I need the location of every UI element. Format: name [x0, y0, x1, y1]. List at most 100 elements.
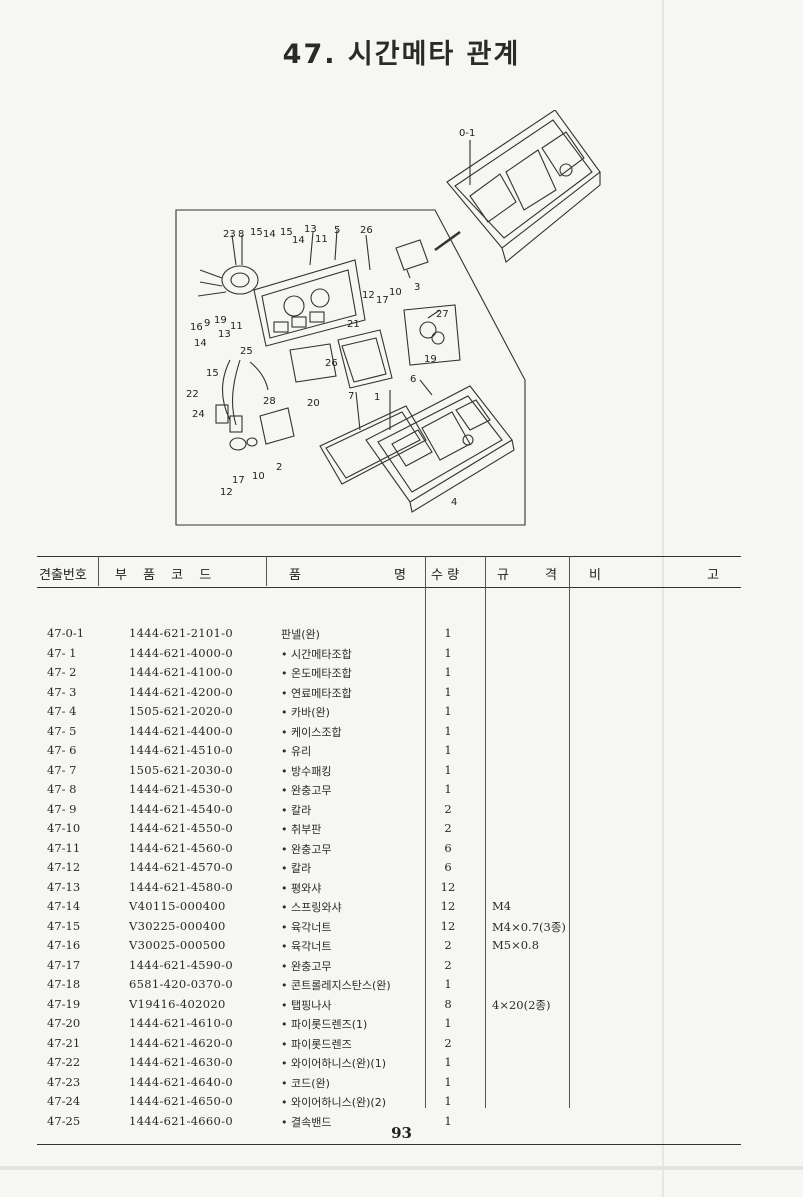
row-part-name: • 칼라: [281, 862, 312, 875]
callout-label: 1: [374, 392, 380, 403]
row-quantity: 1: [444, 723, 452, 738]
row-specification: 4×20(2종): [492, 997, 551, 1012]
header-spec-left: 규: [497, 568, 509, 583]
row-quantity: 1: [444, 704, 452, 718]
row-quantity: 1: [444, 743, 452, 757]
row-quantity: 2: [444, 938, 452, 952]
row-part-number: 47-24: [47, 1094, 81, 1108]
row-part-code: 1444-621-4650-0: [129, 1094, 233, 1108]
row-part-name: • 파이롯드렌즈: [281, 1037, 352, 1051]
row-part-code: 1444-621-4620-0: [129, 1035, 233, 1050]
row-quantity: 1: [444, 1055, 452, 1069]
header-code: 부 품 코 드: [115, 568, 218, 583]
row-part-code: 1444-621-4200-0: [129, 684, 233, 699]
row-part-number: 47-19: [47, 996, 81, 1011]
row-part-number: 47-22: [47, 1055, 81, 1069]
row-part-number: 47-25: [47, 1113, 81, 1128]
case-drawing: [253, 259, 366, 347]
row-quantity: 1: [444, 762, 452, 777]
row-part-name: • 평와샤: [281, 881, 322, 895]
callout-label: 3: [414, 282, 420, 293]
callout-label: 11: [230, 321, 243, 332]
header-qty: 수 량: [431, 568, 460, 583]
row-part-number: 47-21: [47, 1035, 81, 1050]
row-part-number: 47- 9: [47, 801, 77, 816]
cover-drawing: [365, 385, 515, 513]
callout-label: 15: [206, 368, 219, 379]
callout-label: 22: [186, 389, 199, 400]
callout-label: 16: [190, 322, 203, 333]
callout-label: 28: [263, 396, 276, 407]
row-part-code: V40115-000400: [129, 899, 226, 913]
row-part-number: 47- 4: [47, 704, 77, 718]
panel-assembly-drawing: [446, 110, 601, 263]
row-quantity: 12: [440, 879, 456, 894]
callout-label: 13: [304, 224, 317, 235]
row-part-number: 47-11: [47, 840, 81, 855]
row-quantity: 1: [444, 977, 452, 991]
header-name-right: 명: [394, 568, 406, 583]
row-part-code: 1444-621-4100-0: [129, 665, 233, 679]
row-quantity: 1: [444, 782, 452, 796]
row-part-name: • 육각너트: [281, 940, 332, 953]
callout-label: 14: [292, 235, 305, 246]
row-quantity: 1: [444, 1016, 452, 1030]
row-part-name: 판넬(완): [281, 628, 320, 641]
row-quantity: 2: [444, 821, 452, 835]
row-part-name: • 완충고무: [281, 842, 332, 856]
row-part-code: 1444-621-4630-0: [129, 1055, 233, 1069]
row-part-code: 1444-621-4000-0: [129, 645, 233, 660]
row-quantity: 2: [444, 1035, 452, 1050]
row-part-number: 47- 6: [47, 743, 77, 757]
row-quantity: 1: [444, 1094, 452, 1108]
row-part-code: 1444-621-4540-0: [129, 801, 233, 816]
row-part-code: 1505-621-2020-0: [129, 704, 233, 718]
header-note-right: 고: [707, 568, 719, 583]
callout-label: 26: [325, 358, 338, 369]
callout-label: 19: [214, 315, 227, 326]
row-part-code: V19416-402020: [129, 996, 226, 1011]
table-header: 견출번호 부 품 코 드 품 명 수 량 규 격 비 고: [37, 556, 741, 588]
row-part-name: • 칼라: [281, 803, 312, 817]
row-part-name: • 유리: [281, 745, 312, 758]
row-part-code: 1444-621-4510-0: [129, 743, 233, 757]
row-part-name: • 코드(완): [281, 1076, 330, 1090]
callout-label: 14: [263, 229, 276, 240]
row-part-name: • 연료메타조합: [281, 686, 352, 700]
row-quantity: 2: [444, 957, 452, 972]
row-part-code: 1444-621-4610-0: [129, 1016, 233, 1030]
row-part-number: 47-17: [47, 957, 81, 972]
row-part-number: 47- 3: [47, 684, 77, 699]
row-part-number: 47- 7: [47, 762, 77, 777]
callout-label: 5: [334, 225, 340, 236]
callout-label: 25: [240, 346, 253, 357]
row-part-code: 1444-621-4640-0: [129, 1074, 233, 1089]
row-quantity: 1: [444, 645, 452, 660]
row-quantity: 6: [444, 860, 452, 874]
callout-label: 17: [376, 295, 389, 306]
callout-label: 2: [276, 462, 282, 473]
row-specification: M4: [492, 899, 512, 913]
row-part-code: 1444-621-4580-0: [129, 879, 233, 894]
row-part-name: • 스프링와샤: [281, 901, 342, 914]
row-part-name: • 온도메타조합: [281, 667, 352, 680]
callout-label: 14: [194, 338, 207, 349]
row-quantity: 1: [444, 1113, 452, 1128]
callout-label: 7: [348, 391, 354, 402]
row-quantity: 12: [440, 899, 456, 913]
row-quantity: 6: [444, 840, 452, 855]
row-part-name: • 카바(완): [281, 706, 330, 719]
row-part-code: 6581-420-0370-0: [129, 977, 233, 991]
row-part-number: 47-16: [47, 938, 81, 952]
row-part-number: 47-12: [47, 860, 81, 874]
